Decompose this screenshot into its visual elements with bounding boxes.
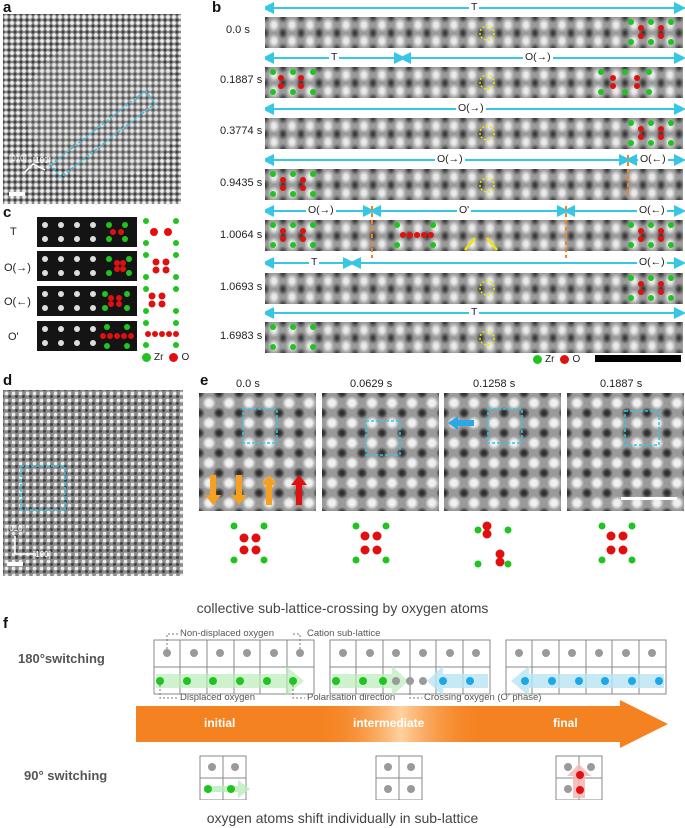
panel-d-tem-image: [010] [100] <box>3 390 183 576</box>
b-time: 0.9435 s <box>220 177 263 189</box>
dir-100-a: [100] <box>33 156 51 165</box>
b-strip-4 <box>265 220 683 251</box>
b-time: 1.6983 s <box>220 330 263 342</box>
scale-bar-e <box>621 497 677 500</box>
e-tem-3 <box>567 393 684 511</box>
b-phase-label: O' <box>457 204 472 216</box>
c-legend: Zr O <box>142 352 189 363</box>
o-icon <box>560 355 570 364</box>
legend-o: O <box>181 352 190 363</box>
b-strip-3 <box>265 169 683 200</box>
b-strip-5 <box>265 273 683 304</box>
c-row-label: T <box>10 226 17 238</box>
e-tem-2 <box>444 393 561 511</box>
c-row-label: O(←) <box>4 296 31 308</box>
region-box <box>49 89 157 179</box>
b-phase-label: O(→) <box>435 153 465 165</box>
b-phase-label: O(→) <box>306 204 336 216</box>
c-structure-models <box>143 218 179 348</box>
b-time: 0.1887 s <box>220 74 263 86</box>
panel-label-e: e <box>200 372 209 389</box>
stage-final: final <box>553 716 578 730</box>
b-phase-label: O(→) <box>456 102 486 114</box>
b-phase-label: O(→) <box>523 51 553 63</box>
stage-intermediate: intermediate <box>353 716 425 730</box>
e-tem-0 <box>199 393 316 511</box>
f-title-bottom: oxygen atoms shift individually in sub-l… <box>206 810 479 826</box>
c-row-label: O' <box>8 331 19 343</box>
b-phase-label: O(←) <box>637 256 667 268</box>
e-structure-models <box>230 521 636 568</box>
panel-label-f: f <box>3 615 8 632</box>
dir-100-d: [100] <box>33 550 51 559</box>
c-sim-O-prime <box>37 321 137 351</box>
b-phase-label: T <box>309 256 320 268</box>
callout-crossing: Crossing oxygen (O' phase) <box>424 692 542 703</box>
panel-label-b: b <box>212 0 222 16</box>
panel-label-c: c <box>3 204 12 221</box>
b-phase-label: T <box>469 1 480 13</box>
stage-initial: initial <box>204 716 236 730</box>
zr-icon <box>533 355 542 364</box>
zr-icon <box>142 353 151 362</box>
b-phase-label: O(←) <box>638 153 668 165</box>
panel-label-a: a <box>3 0 12 16</box>
e-time: 0.0 s <box>236 378 260 390</box>
scale-bar-b <box>595 355 681 362</box>
scale-bar-a <box>9 192 25 196</box>
panel-label-d: d <box>3 372 13 389</box>
c-sim-O-left <box>37 286 137 316</box>
c-sim-T <box>37 217 137 247</box>
f-schematic <box>136 633 668 800</box>
dir-010-d: [010] <box>7 524 25 533</box>
b-strip-0 <box>265 17 683 48</box>
callout-cation: Cation sub-lattice <box>307 628 381 639</box>
f-label-180: 180°switching <box>18 651 105 666</box>
e-tem-1 <box>322 393 439 511</box>
legend-o: O <box>572 354 581 365</box>
callout-polarisation: Polarisation direction <box>307 692 396 703</box>
b-time: 0.0 s <box>226 24 250 36</box>
b-time: 1.0693 s <box>220 281 263 293</box>
region-box <box>20 465 66 511</box>
callout-non-displaced: Non-displaced oxygen <box>180 628 275 639</box>
dir-010-a: [010] <box>9 154 27 163</box>
f-label-90: 90° switching <box>24 768 108 783</box>
e-time: 0.0629 s <box>350 378 393 390</box>
c-row-label: O(→) <box>4 262 31 274</box>
b-time: 0.3774 s <box>220 125 263 137</box>
callout-displaced: Displaced oxygen <box>180 692 255 703</box>
b-strip-6 <box>265 322 683 353</box>
b-strip-2 <box>265 118 683 149</box>
b-time: 1.0064 s <box>220 229 263 241</box>
b-strip-1 <box>265 67 683 98</box>
f-title-top: collective sub-lattice-crossing by oxyge… <box>196 600 489 616</box>
o-icon <box>169 353 179 362</box>
c-sim-O-right <box>37 251 137 281</box>
b-phase-label: T <box>329 51 340 63</box>
e-time: 0.1258 s <box>473 378 516 390</box>
legend-zr: Zr <box>154 352 164 363</box>
b-phase-label: O(←) <box>637 204 667 216</box>
b-legend: Zr O <box>533 354 580 365</box>
b-phase-label: T <box>469 306 480 318</box>
e-time: 0.1887 s <box>600 378 643 390</box>
scale-bar-d <box>7 562 23 566</box>
legend-zr: Zr <box>545 354 555 365</box>
panel-a-tem-image: [010] [100] <box>3 14 181 204</box>
